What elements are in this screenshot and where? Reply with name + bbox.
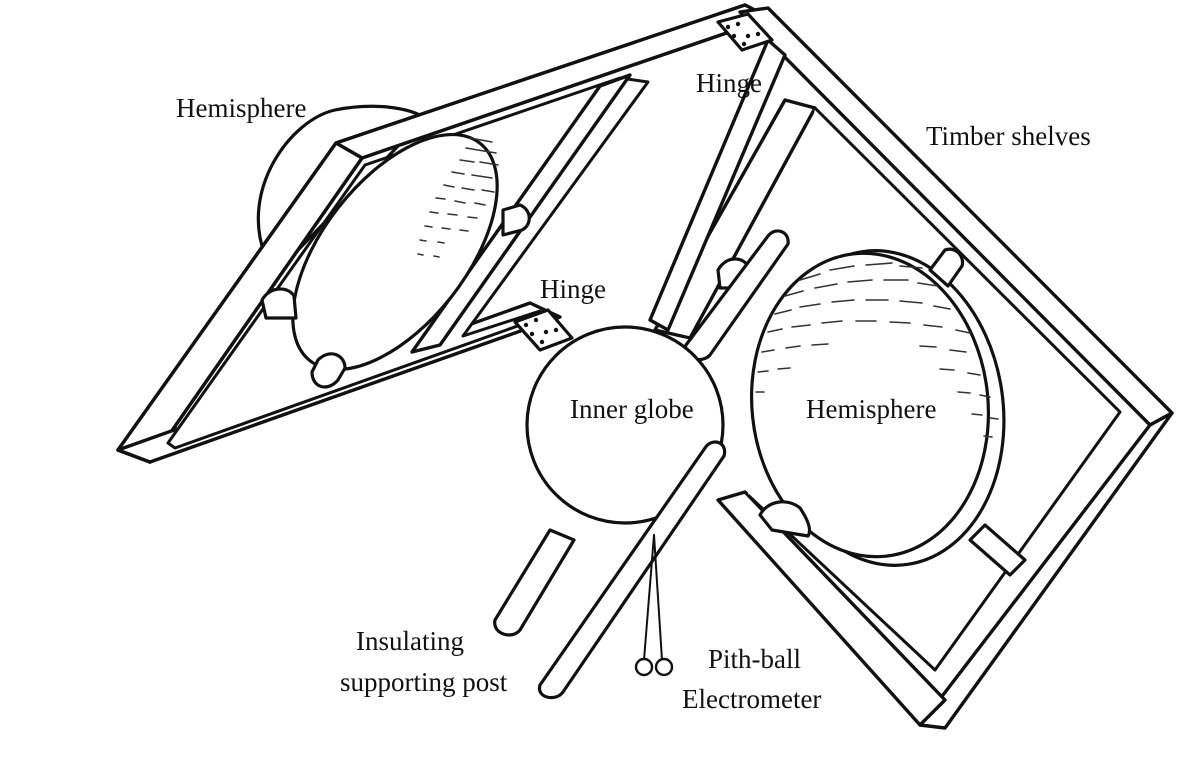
- label-hemisphere-left: Hemisphere: [176, 93, 306, 123]
- right-hemisphere-peg-top: [928, 247, 965, 288]
- label-pith-ball-line1: Pith-ball: [708, 644, 801, 674]
- pith-ball-left: [634, 657, 654, 677]
- label-timber-shelves: Timber shelves: [926, 121, 1091, 151]
- right-shelf-assembly: [648, 6, 1174, 730]
- right-hemisphere-shading: [755, 262, 999, 438]
- label-pith-ball-line2: Electrometer: [682, 684, 821, 714]
- left-hemisphere-shading: [417, 137, 499, 258]
- pith-ball-thread-left: [643, 534, 655, 661]
- hinge-middle: [513, 308, 574, 352]
- post-left-rod: [493, 528, 576, 637]
- pith-ball-thread-right: [653, 534, 663, 661]
- label-hemisphere-right: Hemisphere: [806, 394, 936, 424]
- right-hemisphere-rim: [749, 251, 991, 559]
- insulating-supporting-post: [537, 440, 727, 700]
- label-hinge-top: Hinge: [696, 68, 762, 98]
- label-hinge-middle: Hinge: [540, 274, 606, 304]
- right-hemisphere-peg-bottom-left: [758, 500, 812, 538]
- inner-globe: [525, 325, 725, 525]
- label-inner-globe: Inner globe: [570, 394, 694, 424]
- pith-ball-right: [654, 657, 674, 677]
- right-frame-right-bar: [918, 411, 1174, 730]
- left-hemisphere-peg-left: [260, 287, 298, 320]
- left-hemisphere-peg-right: [501, 203, 531, 237]
- right-hemisphere-peg-bottom-right: [968, 523, 1027, 577]
- left-hemisphere-rim: [291, 132, 499, 372]
- hinge-top: [716, 12, 774, 52]
- label-insulating-line1: Insulating: [356, 626, 464, 656]
- left-shelf-assembly: [116, 3, 772, 464]
- left-hemisphere-peg-bottom: [310, 352, 347, 389]
- right-frame-upper-rail: [648, 38, 787, 332]
- label-insulating-line2: supporting post: [340, 667, 508, 697]
- pith-ball-electrometer: [634, 534, 674, 677]
- right-frame-bottom-bar: [716, 490, 947, 727]
